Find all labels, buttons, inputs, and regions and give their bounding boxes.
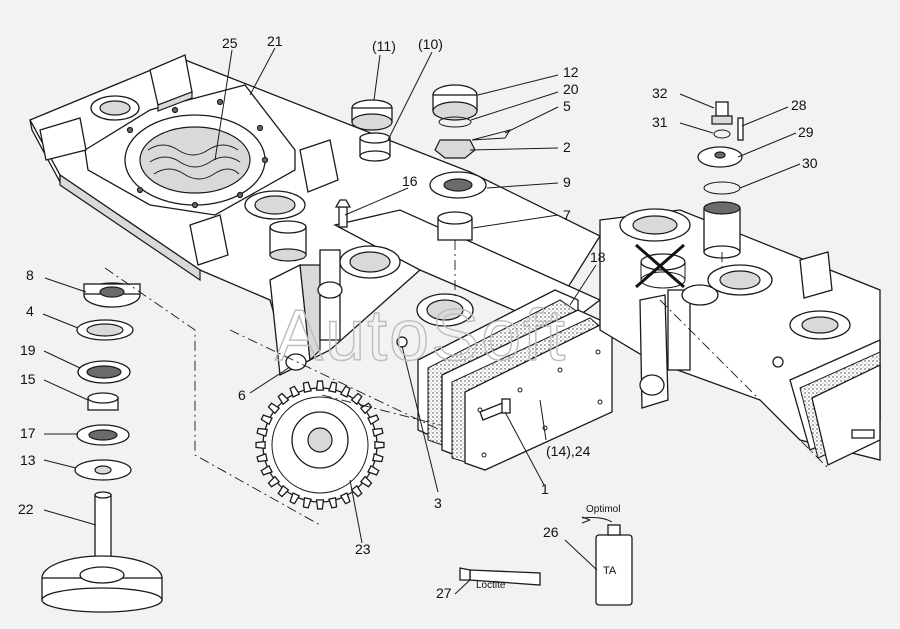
callout-19: 19	[20, 342, 36, 358]
gear-tooth	[359, 402, 373, 415]
callout-16: 16	[402, 173, 418, 189]
callout-32: 32	[652, 85, 668, 101]
gear-tooth	[350, 392, 363, 406]
gear-tooth	[339, 492, 351, 505]
spray-can-text: TA	[603, 565, 617, 577]
gear-tooth	[256, 453, 269, 463]
loctite-tube	[459, 567, 541, 586]
watermark: AutoSoft	[275, 296, 567, 376]
gear-tooth	[359, 475, 373, 488]
tube-name-label: Loctite	[476, 580, 506, 591]
gear-tooth	[267, 402, 281, 415]
gear-tooth	[256, 427, 269, 437]
gear-tooth	[289, 492, 301, 505]
gear-tooth	[367, 464, 380, 476]
gear-tooth	[374, 440, 385, 450]
gear-tooth	[302, 496, 312, 509]
callout-6: 6	[238, 387, 246, 403]
callout-20: 20	[563, 81, 579, 97]
callout-17: 17	[20, 425, 36, 441]
callout-14-24: (14),24	[546, 443, 591, 459]
callout-5: 5	[563, 98, 571, 114]
callout-11: (11)	[372, 38, 396, 54]
cover-plates	[417, 289, 613, 471]
callout-21: 21	[267, 33, 283, 49]
gear-tooth	[328, 496, 338, 509]
spray-name-label: Optimol	[586, 504, 620, 515]
callout-29: 29	[798, 124, 814, 140]
top-parts	[351, 84, 512, 241]
callout-labels: 25 21 (11) (10) 12 20 5 2 9 7 16 18 8 4 …	[18, 33, 818, 601]
callout-7: 7	[563, 207, 571, 223]
gear-tooth	[315, 380, 325, 391]
gear-tooth	[260, 414, 273, 426]
callout-10: (10)	[418, 36, 443, 52]
callout-26: 26	[543, 524, 559, 540]
gear-tooth	[371, 427, 384, 437]
callout-8: 8	[26, 267, 34, 283]
assembly-lines	[104, 240, 831, 526]
callout-12: 12	[563, 64, 579, 80]
gear-tooth	[350, 484, 363, 498]
gear-tooth	[289, 385, 301, 398]
gear-tooth	[267, 475, 281, 488]
callout-27: 27	[436, 585, 452, 601]
gear-tooth	[277, 484, 290, 498]
gear-tooth	[367, 414, 380, 426]
leader-lines	[42, 47, 801, 595]
left-stack	[41, 282, 163, 613]
callout-30: 30	[802, 155, 818, 171]
gear-tooth	[260, 464, 273, 476]
cross-out-mark	[635, 243, 685, 289]
gear-23	[255, 380, 385, 510]
gear-tooth	[255, 440, 266, 450]
callout-9: 9	[563, 174, 571, 190]
gear-tooth	[328, 381, 338, 394]
gear-tooth	[302, 381, 312, 394]
right-housing	[599, 208, 881, 466]
gear-tooth	[277, 392, 290, 406]
callout-1: 1	[541, 481, 549, 497]
gear-tooth	[371, 453, 384, 463]
callout-4: 4	[26, 303, 34, 319]
gear-tooth	[339, 385, 351, 398]
callout-15: 15	[20, 371, 36, 387]
left-housing	[29, 54, 602, 377]
callout-28: 28	[791, 97, 807, 113]
callout-23: 23	[355, 541, 371, 557]
callout-2: 2	[563, 139, 571, 155]
right-top-parts	[697, 101, 744, 259]
callout-31: 31	[652, 114, 668, 130]
callout-22: 22	[18, 501, 34, 517]
callout-3: 3	[434, 495, 442, 511]
gear-tooth	[315, 499, 325, 510]
callout-25: 25	[222, 35, 238, 51]
spray-can	[581, 516, 633, 606]
callout-18: 18	[590, 249, 606, 265]
callout-13: 13	[20, 452, 36, 468]
